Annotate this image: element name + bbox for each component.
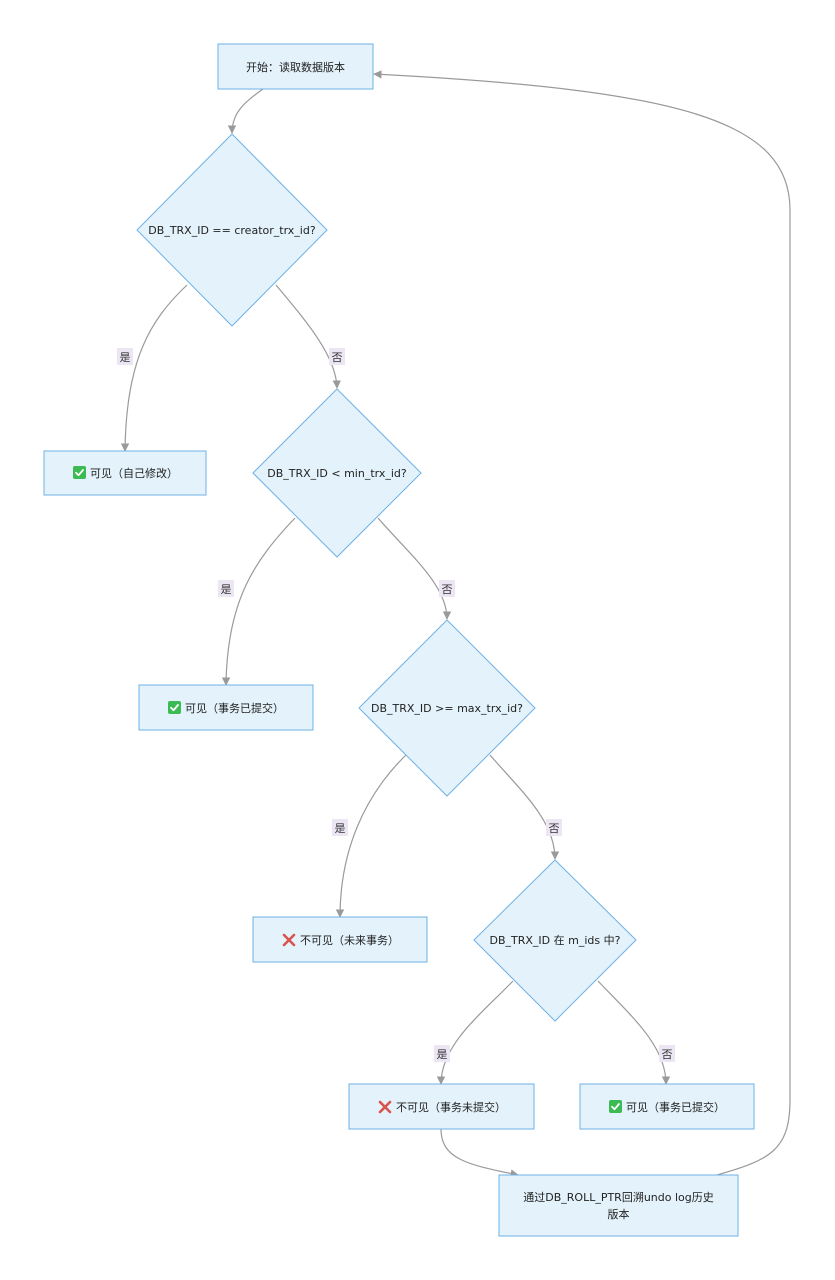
result-visible-committed[interactable]: 可见（事务已提交） xyxy=(138,684,314,731)
decision-m-ids-label: DB_TRX_ID 在 m_ids 中? xyxy=(490,934,621,947)
edge-d2-no xyxy=(377,517,452,620)
undo-log-node[interactable]: 通过DB_ROLL_PTR回溯undo log历史 版本 xyxy=(498,1174,739,1237)
cross-icon xyxy=(378,1100,392,1114)
svg-text:否: 否 xyxy=(662,1048,673,1061)
edge-label-d3-no: 否 xyxy=(546,819,562,836)
edge-d2-yes xyxy=(221,517,296,686)
decision-min-trx-label: DB_TRX_ID < min_trx_id? xyxy=(267,467,407,480)
edge-d4-no xyxy=(597,980,671,1085)
edge-d1-no xyxy=(275,284,341,389)
result-invisible-future[interactable]: 不可见（未来事务） xyxy=(252,916,428,963)
edge-label-d2-no: 否 xyxy=(439,580,455,597)
edge-d3-no xyxy=(489,754,560,860)
edge-label-d2-yes: 是 xyxy=(218,580,234,597)
result-visible-committed-label: 可见（事务已提交） xyxy=(185,701,284,715)
decision-creator-trx-label: DB_TRX_ID == creator_trx_id? xyxy=(148,224,316,237)
edge-label-d1-yes: 是 xyxy=(117,348,133,365)
edge-d3-yes xyxy=(335,754,407,918)
result-visible-committed-2[interactable]: 可见（事务已提交） xyxy=(579,1083,755,1130)
svg-text:是: 是 xyxy=(437,1048,448,1061)
cross-icon xyxy=(282,933,296,947)
decision-max-trx-label: DB_TRX_ID >= max_trx_id? xyxy=(371,702,523,715)
result-visible-own-change[interactable]: 可见（自己修改） xyxy=(43,450,207,496)
undo-log-node-label-line2: 版本 xyxy=(608,1207,630,1221)
edge-d4-yes xyxy=(436,980,514,1085)
decision-creator-trx[interactable]: DB_TRX_ID == creator_trx_id? xyxy=(136,133,328,327)
svg-text:否: 否 xyxy=(442,583,453,596)
result-visible-own-change-label: 可见（自己修改） xyxy=(90,466,178,480)
start-node-label: 开始：读取数据版本 xyxy=(246,60,345,74)
edge-start-to-d1 xyxy=(227,88,264,134)
check-icon xyxy=(73,466,86,479)
result-visible-committed-2-label: 可见（事务已提交） xyxy=(626,1100,725,1114)
edge-label-d3-yes: 是 xyxy=(332,819,348,836)
edge-label-d1-no: 否 xyxy=(329,348,345,365)
svg-text:否: 否 xyxy=(549,822,560,835)
decision-m-ids[interactable]: DB_TRX_ID 在 m_ids 中? xyxy=(473,859,637,1022)
edge-d1-yes xyxy=(120,284,188,452)
svg-text:是: 是 xyxy=(221,583,232,596)
undo-log-node-label-line1: 通过DB_ROLL_PTR回溯undo log历史 xyxy=(523,1191,714,1204)
result-invisible-uncommitted[interactable]: 不可见（事务未提交） xyxy=(348,1083,535,1130)
edge-label-d4-yes: 是 xyxy=(434,1045,450,1062)
decision-min-trx[interactable]: DB_TRX_ID < min_trx_id? xyxy=(252,388,422,558)
result-invisible-uncommitted-label: 不可见（事务未提交） xyxy=(396,1100,506,1114)
edge-r4-to-undo xyxy=(440,1128,519,1178)
svg-text:是: 是 xyxy=(120,351,131,364)
decision-max-trx[interactable]: DB_TRX_ID >= max_trx_id? xyxy=(358,619,536,797)
check-icon xyxy=(168,701,181,714)
start-node[interactable]: 开始：读取数据版本 xyxy=(217,43,374,90)
edge-label-d4-no: 否 xyxy=(659,1045,675,1062)
result-invisible-future-label: 不可见（未来事务） xyxy=(300,934,399,947)
svg-text:否: 否 xyxy=(332,351,343,364)
svg-text:是: 是 xyxy=(335,822,346,835)
edge-undo-to-start xyxy=(373,70,791,1176)
check-icon xyxy=(609,1100,622,1113)
